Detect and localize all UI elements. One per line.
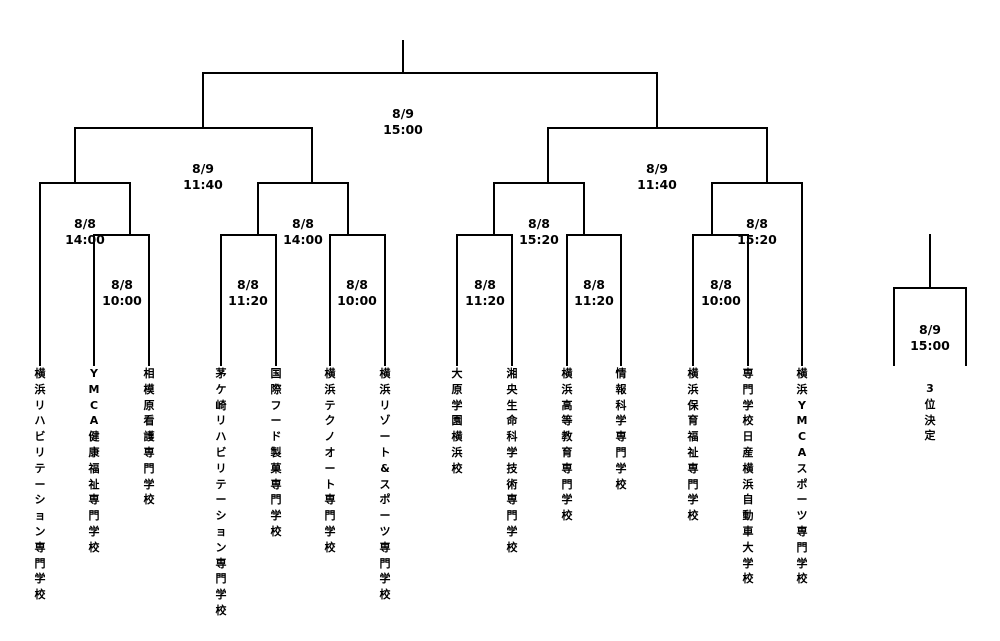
round1-e-connector	[566, 234, 622, 366]
round1-b-connector	[220, 234, 277, 366]
team-name: 横浜YMCAスポーツ専門学校	[796, 367, 808, 586]
team-name: 横浜リゾート&スポーツ専門学校	[379, 367, 391, 602]
team-name: 横浜リハビリテーション専門学校	[34, 367, 46, 602]
round1-a-connector	[93, 234, 150, 366]
third-place-connector	[893, 234, 967, 366]
team-name: 横浜テクノオート専門学校	[324, 367, 336, 554]
third-place-label: 3位決定	[924, 382, 936, 443]
semifinal-left-connector	[74, 127, 313, 184]
round1-f-connector	[692, 234, 749, 366]
round1-d-connector	[456, 234, 513, 366]
quarterfinal-2-connector	[257, 182, 349, 236]
team-name: 横浜保育福祉専門学校	[687, 367, 699, 523]
team-name: 国際フード製菓専門学校	[270, 367, 282, 538]
quarterfinal-4-connector	[711, 182, 803, 366]
final-connector	[202, 40, 658, 129]
team-name: 相模原看護専門学校	[143, 367, 155, 507]
team-name: YMCA健康福祉専門学校	[88, 367, 100, 554]
team-name: 横浜高等教育専門学校	[561, 367, 573, 523]
team-name: 茅ケ崎リハビリテーション専門学校	[215, 367, 227, 617]
round1-c-connector	[329, 234, 386, 366]
team-name: 大原学園横浜校	[451, 367, 463, 475]
team-name: 専門学校日産横浜自動車大学校	[742, 367, 754, 586]
quarterfinal-1-connector	[39, 182, 131, 366]
semifinal-right-connector	[547, 127, 768, 184]
team-name: 情報科学専門学校	[615, 367, 627, 491]
quarterfinal-3-connector	[493, 182, 585, 236]
team-name: 湘央生命科学技術専門学校	[506, 367, 518, 554]
